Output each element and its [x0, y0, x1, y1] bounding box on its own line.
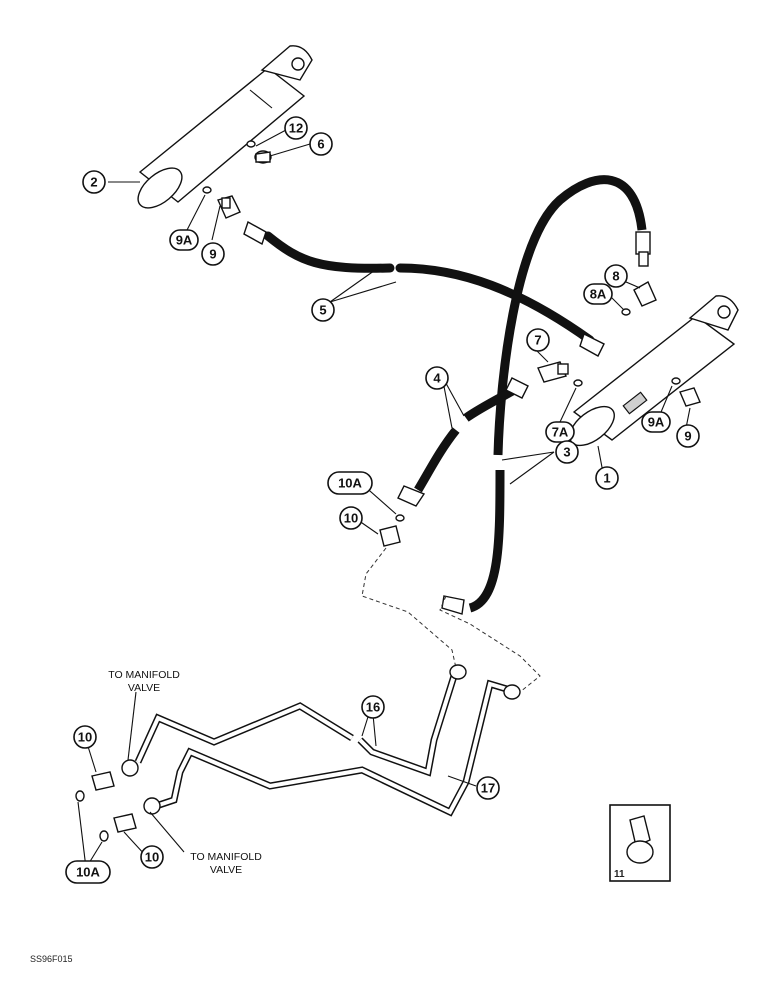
callout-9a-right: 9A — [641, 411, 671, 433]
elbow-fitting-8 — [633, 281, 657, 307]
svg-text:17: 17 — [481, 781, 495, 796]
callout-10a-top: 10A — [327, 471, 373, 495]
fitting-10-lower-mid — [113, 813, 137, 833]
callout-10a-bottom: 10A — [65, 860, 111, 884]
svg-text:7A: 7A — [552, 425, 569, 440]
svg-text:1: 1 — [603, 471, 610, 486]
fitting-6 — [254, 150, 272, 164]
cylinder-right — [569, 295, 739, 447]
callout-9a-left: 9A — [169, 229, 199, 251]
svg-text:4: 4 — [433, 371, 441, 386]
o-ring-12 — [246, 140, 256, 148]
hose-4 — [397, 377, 529, 507]
callout-16: 16 — [361, 695, 385, 719]
tube-16 — [121, 664, 467, 777]
svg-text:16: 16 — [366, 700, 380, 715]
svg-text:10: 10 — [78, 730, 92, 745]
callout-9-left: 9 — [201, 242, 225, 266]
callout-6: 6 — [309, 132, 333, 156]
note-to-manifold-lower: TO MANIFOLD VALVE — [190, 851, 262, 876]
svg-text:9: 9 — [684, 429, 691, 444]
callout-9-right: 9 — [676, 424, 700, 448]
callout-2: 2 — [82, 170, 106, 194]
inset-box-11: 11 — [609, 804, 671, 882]
svg-text:VALVE: VALVE — [128, 682, 160, 694]
svg-text:3: 3 — [563, 445, 570, 460]
callout-7: 7 — [526, 328, 550, 352]
svg-text:10: 10 — [344, 511, 358, 526]
svg-text:5: 5 — [319, 303, 326, 318]
callout-10-bottom: 10 — [140, 845, 164, 869]
svg-text:10A: 10A — [338, 476, 362, 491]
callout-5: 5 — [311, 298, 335, 322]
svg-text:8: 8 — [612, 269, 619, 284]
fitting-10-top — [379, 525, 401, 547]
routing-dashed-right — [439, 595, 541, 693]
svg-text:2: 2 — [90, 175, 97, 190]
svg-text:10: 10 — [145, 850, 159, 865]
svg-text:9A: 9A — [648, 415, 665, 430]
o-ring-10a-top — [395, 514, 405, 522]
callout-10-top: 10 — [339, 506, 363, 530]
fitting-10-lower-left — [91, 771, 115, 791]
callout-1: 1 — [595, 466, 619, 490]
o-ring-9a-left — [202, 186, 212, 194]
svg-text:TO MANIFOLD: TO MANIFOLD — [190, 851, 262, 863]
callout-10-left: 10 — [73, 725, 97, 749]
svg-text:12: 12 — [289, 121, 303, 136]
callout-7a: 7A — [545, 421, 575, 443]
svg-text:9: 9 — [209, 247, 216, 262]
o-ring-9a-right — [671, 377, 681, 385]
callout-8: 8 — [604, 264, 628, 288]
callout-17: 17 — [476, 776, 500, 800]
tube-17 — [143, 679, 521, 817]
svg-text:VALVE: VALVE — [210, 864, 242, 876]
o-ring-10a-lower-2 — [99, 830, 109, 842]
elbow-fitting-7 — [537, 361, 569, 383]
hose-5 — [243, 220, 605, 357]
o-ring-10a-lower-1 — [75, 790, 85, 802]
callout-3: 3 — [555, 440, 579, 464]
routing-dashed-left — [361, 547, 457, 669]
o-ring-7a — [573, 379, 583, 387]
figure-code: SS96F015 — [30, 954, 73, 964]
svg-text:10A: 10A — [76, 865, 100, 880]
svg-text:TO MANIFOLD: TO MANIFOLD — [108, 669, 180, 681]
svg-text:9A: 9A — [176, 233, 193, 248]
callout-4: 4 — [425, 366, 449, 390]
callout-8a: 8A — [583, 283, 613, 305]
o-ring-8a — [621, 308, 631, 316]
cylinder-upper-left — [137, 45, 313, 209]
callout-12: 12 — [284, 116, 308, 140]
svg-text:6: 6 — [317, 137, 324, 152]
note-to-manifold-upper: TO MANIFOLD VALVE — [108, 669, 180, 694]
svg-text:7: 7 — [534, 333, 541, 348]
fitting-9-left — [217, 195, 241, 219]
fitting-9-right — [679, 387, 701, 407]
inset-label-11: 11 — [614, 869, 625, 880]
svg-text:8A: 8A — [590, 287, 607, 302]
